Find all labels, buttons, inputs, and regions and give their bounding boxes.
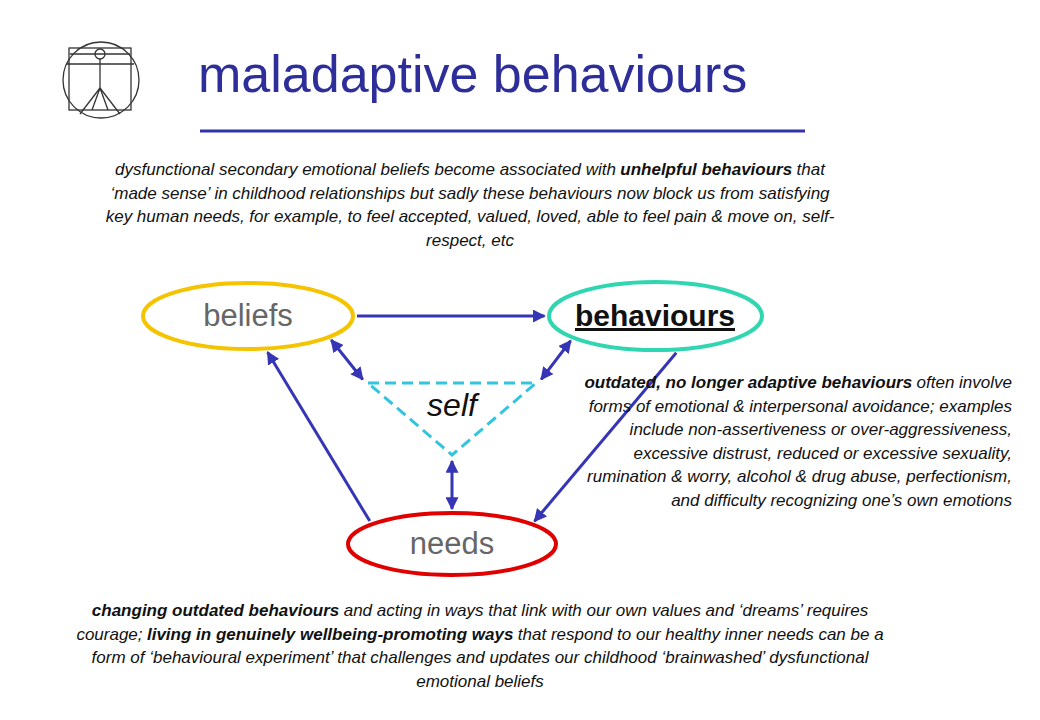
note-text: often involve forms of emotional & inter… [587,373,1012,510]
node-label: behaviours [575,299,735,333]
dashed-triangle [368,383,536,455]
ellipse-outline [143,283,353,349]
note-paragraph: changing outdated behavioursand acting i… [62,599,898,693]
emphasis-text: living in genuinely wellbeing-promoting … [147,625,513,644]
behaviour-ellipse: behaviours [547,280,764,352]
connector-arrow [541,341,570,380]
needs-ellipse: needs [346,511,558,577]
title-underline [200,130,805,133]
ellipse-outline [348,513,556,575]
connector-arrow [357,315,545,318]
connector-arrow [451,461,454,509]
connector-arrow [268,352,370,521]
node-label: needs [410,526,494,562]
belief-ellipse: beliefs [141,281,355,351]
connector-arrow [331,340,363,379]
note-paragraph: outdated, no longer adaptive behaviourso… [580,371,1012,512]
vitruvian-icon [63,42,139,118]
emphasis-text: unhelpful behaviours [620,160,792,179]
emphasis-text: changing outdated behaviours [92,601,339,620]
node-label: self [427,387,477,424]
self-triangle: self [368,383,536,455]
ellipse-outline [549,282,762,350]
diagram-title: maladaptive behaviours [198,44,747,104]
emphasis-text: outdated, no longer adaptive behaviours [584,373,912,392]
node-label: beliefs [203,298,293,334]
note-text: dysfunctional secondary emotional belief… [115,160,616,179]
note-paragraph: dysfunctional secondary emotional belief… [95,158,845,252]
